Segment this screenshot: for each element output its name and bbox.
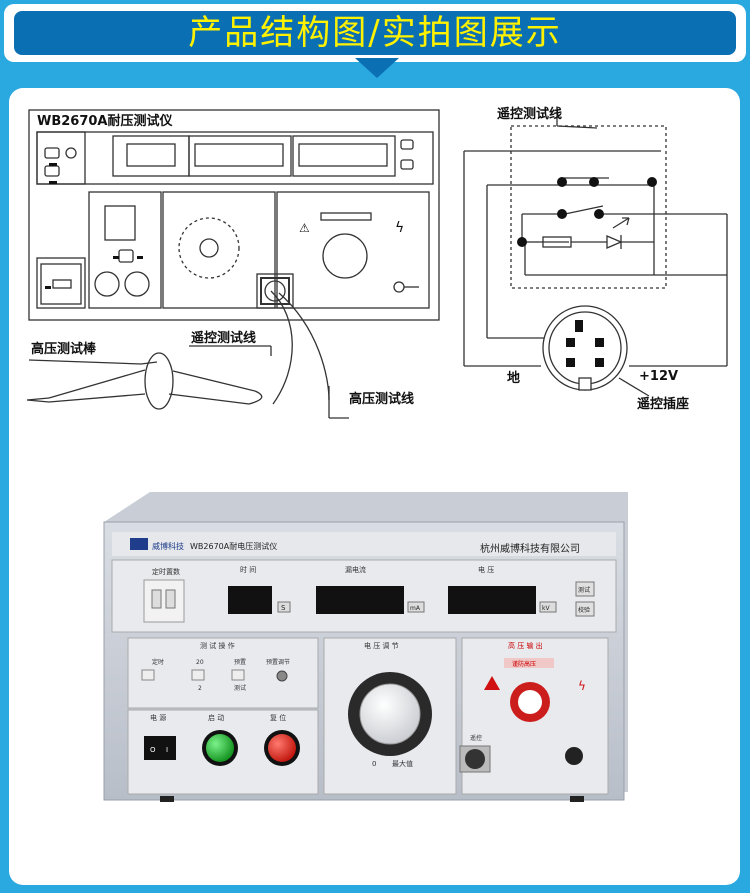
product-photo: 威博科技 WB2670A耐电压测试仪 杭州威博科技有限公司 定时置数 时 间 S… — [103, 492, 628, 802]
leak-display — [316, 586, 404, 614]
timer-digit-2[interactable] — [165, 589, 176, 609]
power-switch[interactable] — [144, 736, 176, 760]
socket-pin-3 — [595, 338, 604, 347]
time-display — [228, 586, 272, 614]
start-button[interactable] — [206, 734, 234, 762]
hv-out-label: 高 压 输 出 — [508, 641, 543, 650]
panel-outline — [28, 109, 440, 321]
power-label: 电 源 — [150, 713, 166, 722]
timer-digit-1[interactable] — [151, 589, 162, 609]
preset-adjust-knob[interactable] — [276, 670, 288, 682]
company-name: 杭州威博科技有限公司 — [480, 542, 580, 555]
panel-title: WB2670A耐压测试仪 — [37, 113, 173, 129]
op-preset: 预置 — [234, 658, 246, 666]
leak-display — [194, 143, 284, 167]
voltage-display — [448, 586, 536, 614]
remote-line-box — [510, 125, 667, 289]
hv-section — [276, 191, 430, 309]
ground-terminal[interactable] — [565, 747, 583, 765]
switch-o: O — [150, 746, 156, 754]
svg-text:ϟ: ϟ — [395, 220, 404, 236]
label-probe: 高压测试棒 — [31, 341, 97, 357]
socket-pin-1 — [575, 320, 583, 332]
op-test: 测试 — [234, 684, 246, 692]
preset-key[interactable] — [231, 669, 245, 681]
volt-adjust-label: 电 压 调 节 — [364, 641, 399, 650]
contact-5 — [594, 209, 604, 219]
op-2: 2 — [198, 685, 202, 692]
lightning-icon: ϟ — [578, 679, 586, 693]
calib-label: 校验 — [578, 606, 590, 614]
dial-max: 最大值 — [392, 759, 413, 768]
label-ground: 地 — [507, 370, 520, 386]
range-key[interactable] — [191, 669, 205, 681]
remote-socket-photo[interactable] — [465, 749, 485, 769]
socket-pin-5 — [595, 358, 604, 367]
socket-pin-2 — [566, 338, 575, 347]
timing-key[interactable] — [141, 669, 155, 681]
header-notch — [355, 58, 399, 78]
calib-button[interactable] — [575, 601, 595, 617]
start-label: 启 动 — [208, 713, 224, 722]
label-remote-line: 遥控测试线 — [191, 330, 256, 346]
dial-min: 0 — [372, 760, 376, 768]
header-bar: 产品结构图/实拍图展示 — [14, 11, 736, 55]
model-name: WB2670A耐电压测试仪 — [190, 541, 277, 551]
contact-4 — [557, 209, 567, 219]
time-label: 时 间 — [240, 565, 256, 574]
label-12v: +12V — [639, 369, 678, 384]
voltage-label: 电 压 — [478, 565, 494, 574]
timer-label: 定时置数 — [152, 567, 180, 576]
voltage-display — [298, 143, 388, 167]
reset-button[interactable] — [268, 734, 296, 762]
op-timing: 定时 — [152, 658, 164, 666]
unit-s: S — [281, 604, 286, 612]
reset-label: 复 位 — [270, 713, 286, 722]
voltage-knob[interactable] — [359, 683, 421, 745]
circuit-title: 遥控测试线 — [497, 106, 562, 122]
page-title: 产品结构图/实拍图展示 — [188, 13, 562, 53]
op-20: 20 — [196, 659, 204, 666]
brand-logo — [130, 538, 148, 550]
svg-text:⚠: ⚠ — [299, 221, 310, 235]
contact-2 — [589, 177, 599, 187]
label-hv-line: 高压测试线 — [349, 391, 414, 407]
unit-kv: kV — [542, 605, 550, 612]
test-mode-label: 测试 — [578, 586, 590, 594]
hv-warn-label: 谨防高压 — [512, 660, 536, 668]
test-op-label: 测 试 操 作 — [200, 641, 235, 650]
structure-diagram: ⚠ ϟ WB2670A耐压测试仪 高压测试棒 遥控测试线 高压测试线 遥控测试线… — [26, 106, 728, 419]
dial-section — [162, 191, 276, 309]
warning-icon — [484, 676, 500, 690]
time-display — [126, 143, 176, 167]
test-mode-button[interactable] — [575, 581, 595, 597]
contact-3 — [647, 177, 657, 187]
label-socket: 遥控插座 — [637, 396, 689, 412]
timer-switch-block — [36, 131, 86, 185]
contact-1 — [557, 177, 567, 187]
socket-pin-4 — [566, 358, 575, 367]
remote-label: 遥控 — [470, 734, 482, 742]
op-adjust: 预置调节 — [266, 658, 290, 666]
brand-name: 威博科技 — [152, 541, 184, 551]
unit-ma: mA — [410, 605, 421, 612]
button-section — [88, 191, 162, 309]
switch-i: I — [166, 746, 168, 754]
header-banner: 产品结构图/实拍图展示 — [4, 4, 746, 62]
leak-label: 漏电流 — [345, 565, 366, 574]
contact-6 — [517, 237, 527, 247]
